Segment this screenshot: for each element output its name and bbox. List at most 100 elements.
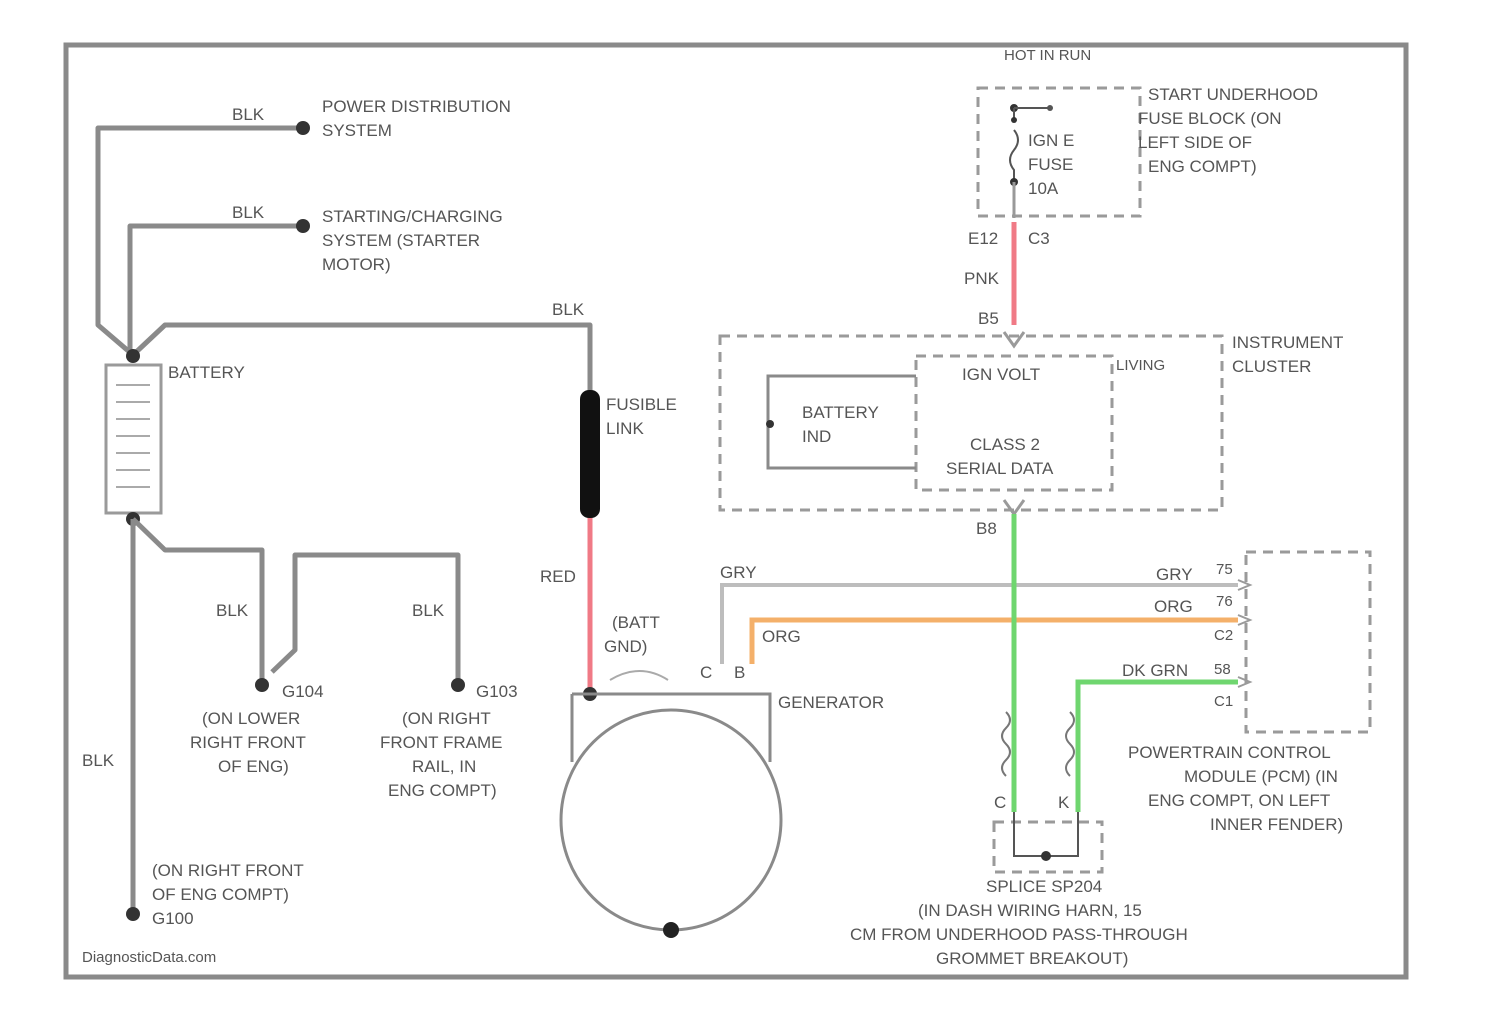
label-starting-charging: STARTING/CHARGING	[322, 207, 503, 226]
label-battery: BATTERY	[168, 363, 245, 382]
label-power-distribution: POWER DISTRIBUTION	[322, 97, 511, 116]
label-power-distribution-2: SYSTEM	[322, 121, 392, 140]
label-splice-2: (IN DASH WIRING HARN, 15	[918, 901, 1142, 920]
label-blk-starting: BLK	[232, 203, 265, 222]
label-gry: GRY	[720, 563, 757, 582]
label-g100-loc-1: (ON RIGHT FRONT	[152, 861, 304, 880]
label-pcm-4: INNER FENDER)	[1210, 815, 1343, 834]
fusible-link	[580, 390, 600, 518]
label-org: ORG	[762, 627, 801, 646]
label-blk-top: BLK	[552, 300, 585, 319]
battery-symbol	[106, 365, 161, 513]
label-fusible-link-2: LINK	[606, 419, 644, 438]
label-pin-c2: C2	[1214, 627, 1233, 644]
label-hot-in-run: HOT IN RUN	[1004, 47, 1091, 64]
label-instrument-cluster-2: CLUSTER	[1232, 357, 1311, 376]
label-g104: G104	[282, 682, 324, 701]
pcm-outline	[1246, 552, 1370, 732]
label-pcm-2: MODULE (PCM) (IN	[1184, 767, 1338, 786]
label-pin-58: 58	[1214, 661, 1231, 678]
wire-org	[752, 620, 1238, 664]
generator-ground-dot	[663, 922, 679, 938]
connector-b8	[1004, 500, 1024, 514]
label-c3: C3	[1028, 229, 1050, 248]
battery-ind-circuit	[768, 376, 916, 468]
label-starting-charging-2: SYSTEM (STARTER	[322, 231, 480, 250]
fuse-block-outline	[978, 88, 1140, 216]
label-g103: G103	[476, 682, 518, 701]
label-fuse-block-2: FUSE BLOCK (ON	[1138, 109, 1282, 128]
connector-b5	[1004, 332, 1024, 346]
label-g103-loc-2: FRONT FRAME	[380, 733, 502, 752]
label-pin-c1: C1	[1214, 693, 1233, 710]
label-red: RED	[540, 567, 576, 586]
pcm-pin-76	[1238, 615, 1250, 625]
label-gen-b: B	[734, 663, 745, 682]
label-fuse-1: IGN E	[1028, 131, 1074, 150]
label-battery-ind-2: IND	[802, 427, 831, 446]
hot-in-run-bus-end	[1047, 105, 1053, 111]
label-generator: GENERATOR	[778, 693, 884, 712]
generator-symbol	[561, 710, 781, 930]
label-pin-75: 75	[1216, 561, 1233, 578]
label-fuse-3: 10A	[1028, 179, 1059, 198]
ground-g104	[255, 678, 269, 692]
label-splice-k: K	[1058, 793, 1070, 812]
ground-g103	[451, 678, 465, 692]
ground-g100	[126, 907, 140, 921]
fuse-top-dot	[1011, 117, 1017, 123]
pcm-pin-75	[1238, 580, 1250, 590]
label-living: LIVING	[1116, 357, 1165, 374]
label-pnk: PNK	[964, 269, 1000, 288]
pcm-pin-58	[1238, 677, 1250, 687]
label-fuse-block-1: START UNDERHOOD	[1148, 85, 1318, 104]
label-pcm-1: POWERTRAIN CONTROL	[1128, 743, 1331, 762]
label-g100: G100	[152, 909, 194, 928]
label-splice-4: GROMMET BREAKOUT)	[936, 949, 1128, 968]
label-gen-c: C	[700, 663, 712, 682]
label-splice-3: CM FROM UNDERHOOD PASS-THROUGH	[850, 925, 1188, 944]
splice-bus	[1014, 812, 1078, 856]
label-pcm-3: ENG COMPT, ON LEFT	[1148, 791, 1330, 810]
watermark-source: DiagnosticData.com	[82, 949, 216, 966]
label-b8: B8	[976, 519, 997, 538]
label-batt-gnd: (BATT	[612, 613, 660, 632]
generator-batt-symbol	[610, 671, 668, 680]
label-blk-power: BLK	[232, 105, 265, 124]
label-g104-loc-3: OF ENG)	[218, 757, 289, 776]
battery-positive-terminal	[126, 349, 140, 363]
label-fuse-block-4: ENG COMPT)	[1148, 157, 1257, 176]
label-pcm-org: ORG	[1154, 597, 1193, 616]
label-g103-loc-4: ENG COMPT)	[388, 781, 497, 800]
label-fusible-link: FUSIBLE	[606, 395, 677, 414]
label-e12: E12	[968, 229, 998, 248]
label-g103-loc-3: RAIL, IN	[412, 757, 476, 776]
label-g104-loc-1: (ON LOWER	[202, 709, 300, 728]
label-fuse-2: FUSE	[1028, 155, 1073, 174]
label-blk-left: BLK	[82, 751, 115, 770]
label-blk-g103: BLK	[412, 601, 445, 620]
label-splice-c: C	[994, 793, 1006, 812]
label-b5: B5	[978, 309, 999, 328]
label-g100-loc-2: OF ENG COMPT)	[152, 885, 289, 904]
label-battery-ind: BATTERY	[802, 403, 879, 422]
label-blk-g104: BLK	[216, 601, 249, 620]
label-class2-2: SERIAL DATA	[946, 459, 1054, 478]
label-g103-loc-1: (ON RIGHT	[402, 709, 491, 728]
battery-ind-dot	[766, 420, 774, 428]
label-batt-gnd-2: GND)	[604, 637, 647, 656]
label-class2: CLASS 2	[970, 435, 1040, 454]
label-splice-1: SPLICE SP204	[986, 877, 1102, 896]
splice-dot	[1041, 851, 1051, 861]
label-pin-76: 76	[1216, 593, 1233, 610]
label-g104-loc-2: RIGHT FRONT	[190, 733, 306, 752]
label-fuse-block-3: LEFT SIDE OF	[1138, 133, 1252, 152]
label-ign-volt: IGN VOLT	[962, 365, 1040, 384]
label-pcm-gry: GRY	[1156, 565, 1193, 584]
connector-dot-starter	[296, 219, 310, 233]
label-pcm-dkgrn: DK GRN	[1122, 661, 1188, 680]
connector-dot-power	[296, 121, 310, 135]
label-starting-charging-3: MOTOR)	[322, 255, 391, 274]
